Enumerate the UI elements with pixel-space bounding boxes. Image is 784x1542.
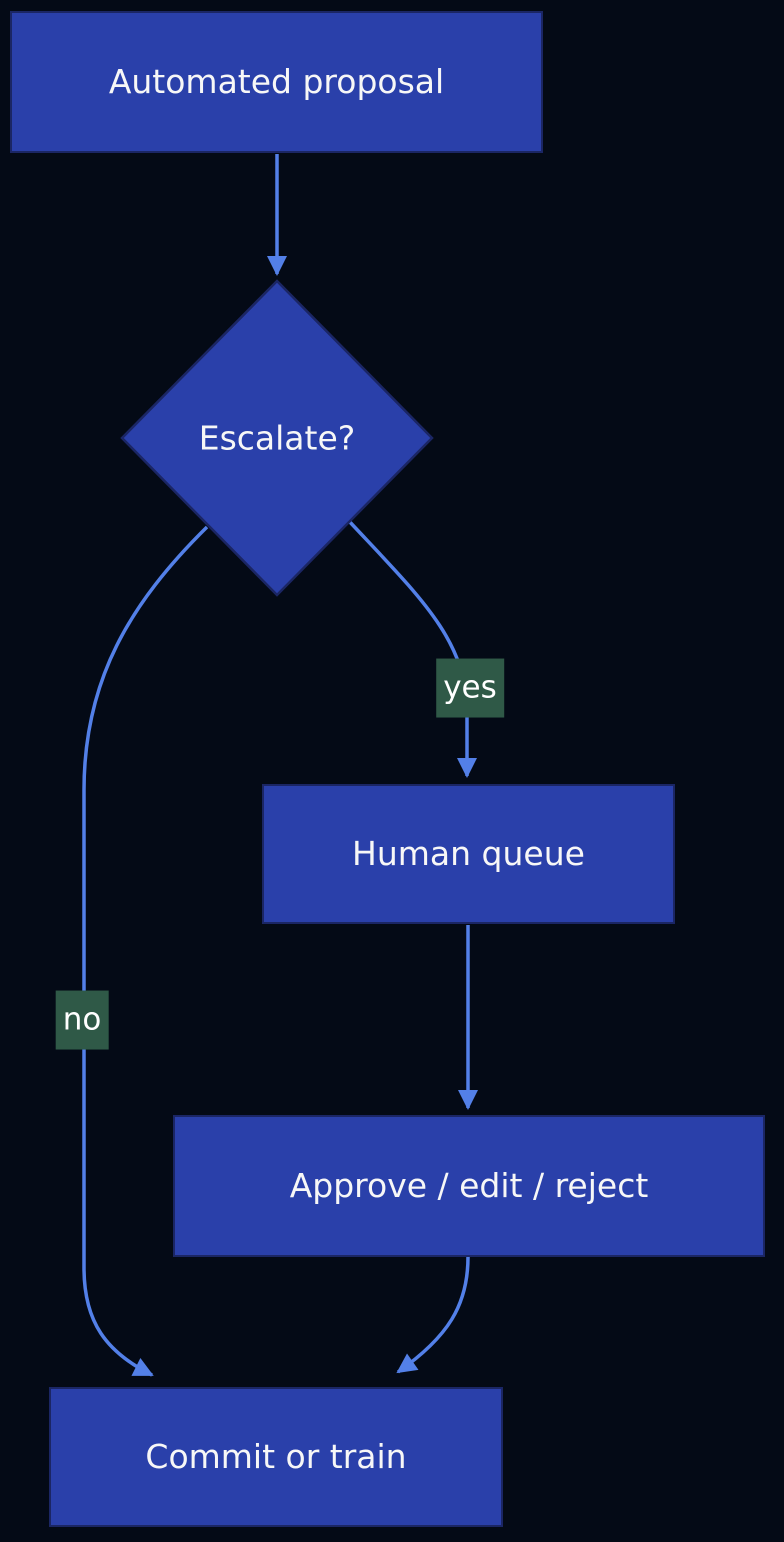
node-label: Approve / edit / reject [289, 1166, 649, 1206]
node-label: Automated proposal [108, 62, 445, 102]
edge-label-yes: yes [436, 658, 504, 718]
edge-escalate-to-queue-yes [346, 518, 477, 778]
node-escalate-decision: Escalate? [199, 419, 356, 458]
node-human-queue: Human queue [262, 784, 675, 924]
decision-diamond-shape [120, 279, 434, 597]
node-label: Commit or train [145, 1437, 407, 1477]
node-automated-proposal: Automated proposal [10, 11, 543, 153]
node-commit-or-train: Commit or train [49, 1387, 503, 1527]
edge-escalate-to-commit-no [82, 525, 209, 1377]
edge-label-no: no [55, 990, 109, 1050]
edge-review-to-commit [396, 1256, 470, 1374]
node-approve-edit-reject: Approve / edit / reject [173, 1115, 765, 1257]
node-label: Human queue [352, 834, 585, 874]
node-label: Escalate? [198, 418, 356, 458]
